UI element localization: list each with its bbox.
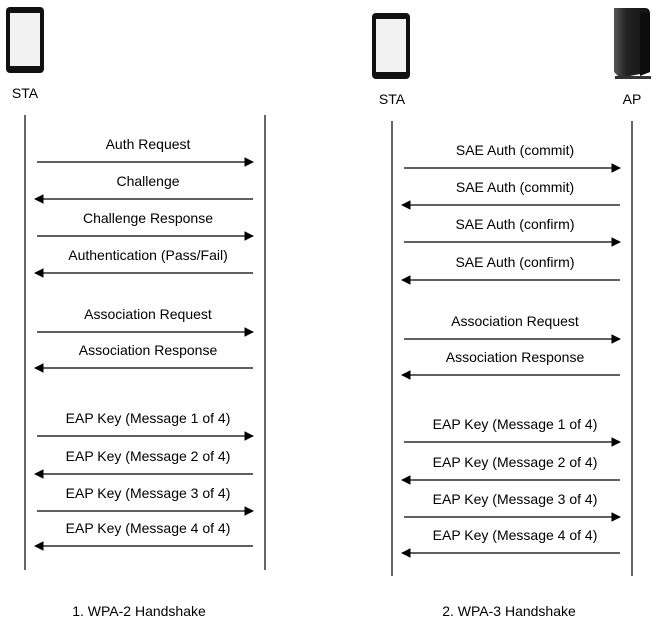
message-label: Association Request bbox=[451, 313, 579, 329]
message-label: Challenge bbox=[116, 173, 179, 189]
sta-label: STA bbox=[12, 85, 39, 101]
diagram-caption: 2. WPA-3 Handshake bbox=[442, 603, 576, 619]
message-label: EAP Key (Message 3 of 4) bbox=[66, 485, 231, 501]
message-label: EAP Key (Message 1 of 4) bbox=[433, 416, 598, 432]
message-label: Association Response bbox=[446, 349, 585, 365]
message: Association Response bbox=[34, 342, 253, 373]
message: Auth Request bbox=[37, 136, 254, 167]
sta-label: STA bbox=[379, 91, 406, 107]
message: EAP Key (Message 3 of 4) bbox=[37, 485, 254, 516]
message-label: SAE Auth (commit) bbox=[456, 179, 574, 195]
message-label: EAP Key (Message 4 of 4) bbox=[66, 520, 231, 536]
ap-label: AP bbox=[623, 91, 642, 107]
message: Association Request bbox=[37, 306, 254, 337]
message: Challenge Response bbox=[37, 210, 254, 241]
message-label: EAP Key (Message 3 of 4) bbox=[433, 491, 598, 507]
message: SAE Auth (commit) bbox=[404, 142, 621, 173]
message: EAP Key (Message 1 of 4) bbox=[37, 410, 254, 441]
smartphone-icon bbox=[372, 13, 410, 79]
message-label: SAE Auth (confirm) bbox=[455, 254, 574, 270]
message: Challenge bbox=[34, 173, 253, 204]
message-label: SAE Auth (commit) bbox=[456, 142, 574, 158]
message: EAP Key (Message 2 of 4) bbox=[401, 454, 620, 485]
diagram-caption: 1. WPA-2 Handshake bbox=[72, 603, 206, 619]
message: EAP Key (Message 4 of 4) bbox=[401, 527, 620, 558]
message-label: EAP Key (Message 4 of 4) bbox=[433, 527, 598, 543]
wpa3-panel: STA AP SAE Auth (commit) SAE Auth (commit… bbox=[372, 8, 651, 619]
message: EAP Key (Message 1 of 4) bbox=[404, 416, 621, 447]
message: EAP Key (Message 4 of 4) bbox=[34, 520, 253, 551]
message: SAE Auth (confirm) bbox=[401, 254, 620, 285]
message: EAP Key (Message 3 of 4) bbox=[404, 491, 621, 522]
smartphone-icon bbox=[6, 7, 44, 73]
message-label: EAP Key (Message 1 of 4) bbox=[66, 410, 231, 426]
message: Association Request bbox=[404, 313, 621, 344]
message-label: Challenge Response bbox=[83, 210, 213, 226]
message-label: Auth Request bbox=[106, 136, 191, 152]
message: Association Response bbox=[401, 349, 620, 380]
router-icon bbox=[614, 8, 651, 79]
message: SAE Auth (confirm) bbox=[404, 216, 621, 247]
message: Authentication (Pass/Fail) bbox=[34, 247, 253, 278]
message: EAP Key (Message 2 of 4) bbox=[34, 448, 253, 479]
message-label: Association Request bbox=[84, 306, 212, 322]
message-label: EAP Key (Message 2 of 4) bbox=[433, 454, 598, 470]
message-label: Authentication (Pass/Fail) bbox=[68, 247, 228, 263]
message-label: EAP Key (Message 2 of 4) bbox=[66, 448, 231, 464]
message-label: Association Response bbox=[79, 342, 218, 358]
message: SAE Auth (commit) bbox=[401, 179, 620, 210]
message-label: SAE Auth (confirm) bbox=[455, 216, 574, 232]
